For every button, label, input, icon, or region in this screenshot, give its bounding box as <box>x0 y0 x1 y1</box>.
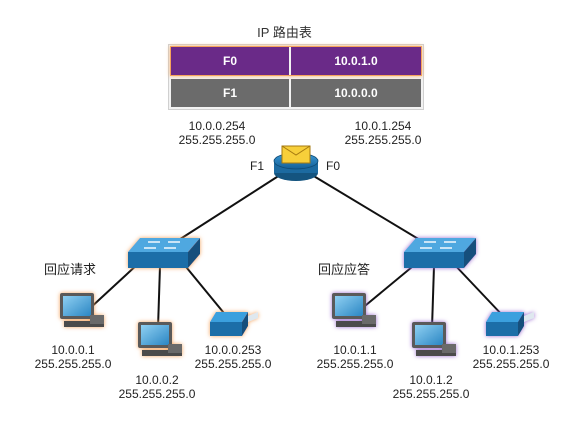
left-printer-icon <box>210 312 258 336</box>
left-switch-icon <box>128 238 200 268</box>
link-right-switch-host2 <box>431 265 435 329</box>
router-f1-mask: 255.255.255.0 <box>178 133 256 147</box>
link-left-switch-printer <box>181 261 229 319</box>
link-left-switch-host1 <box>87 261 141 311</box>
link-left-switch-host2 <box>157 265 161 329</box>
link-right-switch-host1 <box>359 261 419 311</box>
router-f1-ip: 10.0.0.254 <box>188 119 246 133</box>
route-interface: F1 <box>171 79 289 107</box>
right-host1-mask: 255.255.255.0 <box>316 357 394 371</box>
right-switch-icon <box>404 238 476 268</box>
routing-table-row-f0: F0 10.0.1.0 <box>171 47 421 75</box>
left-host1-pc-icon <box>60 293 104 327</box>
route-interface: F0 <box>171 47 289 75</box>
router-f0-ip: 10.0.1.254 <box>354 119 412 133</box>
router-f0-mask: 255.255.255.0 <box>344 133 422 147</box>
right-printer-ip: 10.0.1.253 <box>482 343 540 357</box>
route-network: 10.0.0.0 <box>291 79 421 107</box>
routing-table-row-f1: F1 10.0.0.0 <box>171 79 421 107</box>
routing-table-title: IP 路由表 <box>257 25 312 40</box>
left-host2-pc-icon <box>138 322 182 356</box>
link-right-switch-printer <box>451 261 506 319</box>
right-host1-ip: 10.0.1.1 <box>333 343 377 357</box>
envelope-icon <box>281 145 311 164</box>
right-printer-mask: 255.255.255.0 <box>472 357 550 371</box>
left-host2-mask: 255.255.255.0 <box>118 387 196 401</box>
left-host1-mask: 255.255.255.0 <box>34 357 112 371</box>
right-host1-pc-icon <box>332 293 376 327</box>
routing-table: F0 10.0.1.0 F1 10.0.0.0 <box>168 44 424 110</box>
route-network: 10.0.1.0 <box>291 47 421 75</box>
right-host2-pc-icon <box>412 322 456 356</box>
left-host1-ip: 10.0.0.1 <box>51 343 95 357</box>
left-printer-mask: 255.255.255.0 <box>194 357 272 371</box>
router-port-f0: F0 <box>326 159 341 173</box>
left-host2-ip: 10.0.0.2 <box>135 373 179 387</box>
right-host2-ip: 10.0.1.2 <box>409 373 453 387</box>
right-network-label: 回应应答 <box>318 262 371 277</box>
left-printer-ip: 10.0.0.253 <box>204 343 262 357</box>
right-host2-mask: 255.255.255.0 <box>392 387 470 401</box>
right-printer-icon <box>486 312 534 336</box>
router-port-f1: F1 <box>250 159 265 173</box>
left-network-label: 回应请求 <box>44 262 97 277</box>
